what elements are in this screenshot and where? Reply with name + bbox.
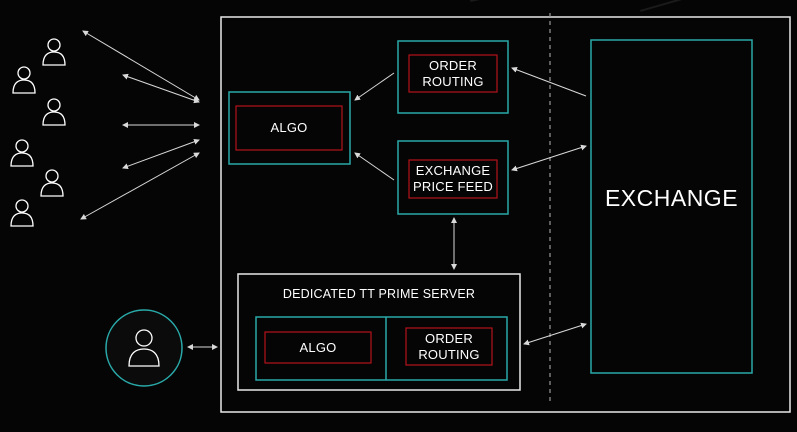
order-routing-label: ORDER ROUTING — [422, 57, 484, 89]
user-icon — [12, 66, 36, 94]
server-algo-label: ALGO — [299, 339, 337, 355]
arrow — [511, 66, 587, 97]
flow-arrows — [354, 66, 587, 346]
user-icon — [42, 38, 66, 66]
arrow — [82, 30, 200, 101]
arrow — [354, 152, 395, 181]
server-title: DEDICATED TT PRIME SERVER — [282, 287, 476, 301]
dedicated-server-box — [237, 273, 521, 391]
user-icon — [10, 199, 34, 227]
server-order-routing-inner — [405, 327, 493, 366]
user-icon — [42, 98, 66, 126]
arrow — [511, 144, 587, 172]
user-arrows — [80, 30, 218, 350]
arrow — [523, 322, 587, 346]
exchange-box — [590, 39, 753, 374]
price-feed-label: EXCHANGE PRICE FEED — [412, 163, 493, 194]
order-routing-inner — [408, 54, 498, 93]
outer-frame — [220, 16, 791, 413]
price-feed-inner — [408, 159, 498, 199]
order-routing-box — [397, 40, 509, 114]
arrow — [354, 72, 395, 101]
arrow — [80, 152, 200, 220]
algo-box — [228, 91, 351, 165]
arrow — [122, 138, 200, 170]
exchange-label: EXCHANGE — [604, 185, 739, 211]
server-algo-inner — [264, 331, 372, 364]
server-order-routing-label: ORDER ROUTING — [418, 330, 480, 362]
arrow — [122, 73, 200, 104]
algo-label: ALGO — [270, 120, 308, 135]
server-inner-box — [255, 316, 508, 381]
user-icon — [10, 139, 34, 167]
user-circle-icon — [105, 309, 183, 387]
price-feed-box — [397, 140, 509, 215]
algo-inner — [235, 105, 343, 151]
user-icon — [40, 169, 64, 197]
